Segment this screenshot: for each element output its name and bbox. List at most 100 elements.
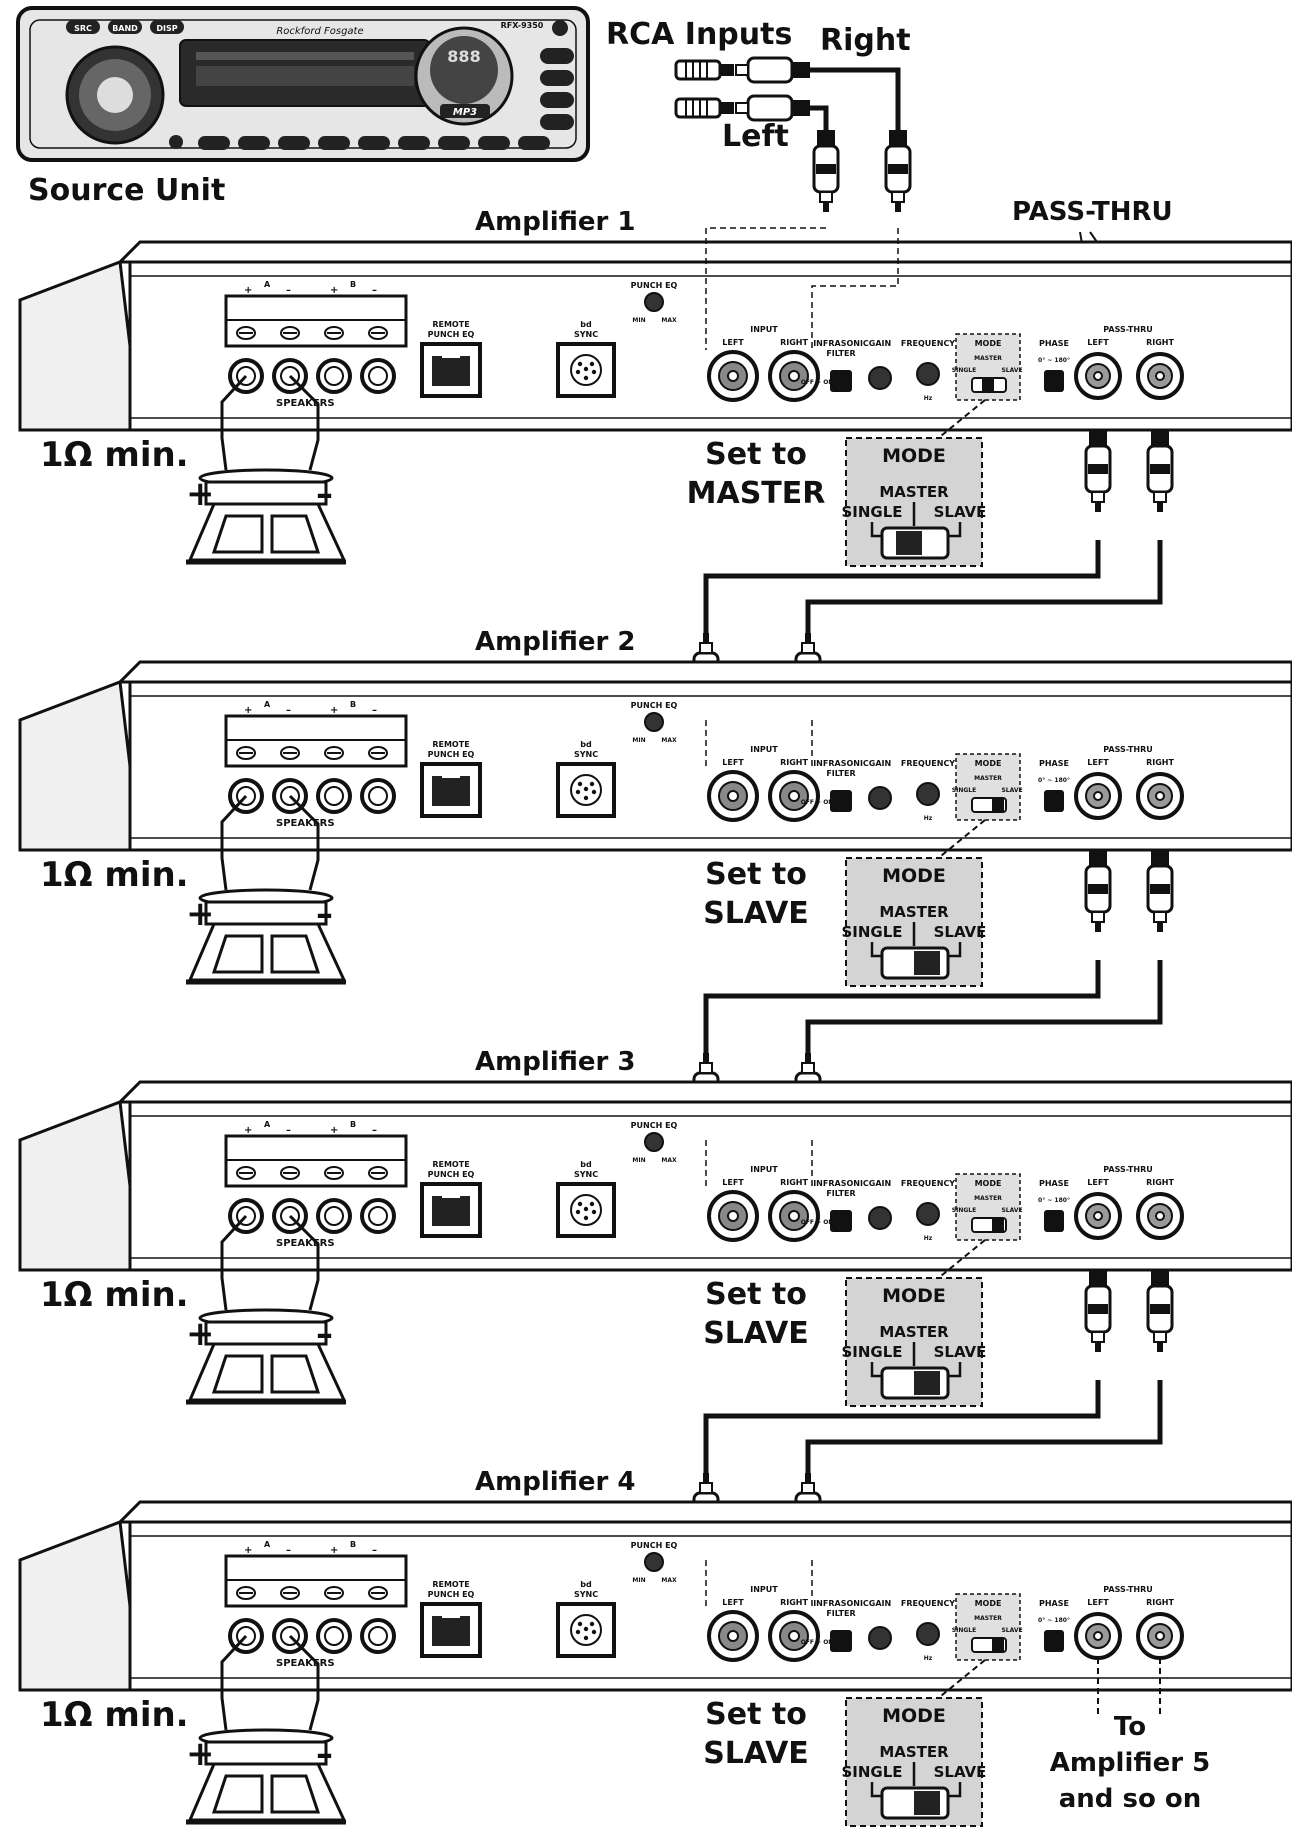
cable-left-source (810, 105, 829, 140)
impedance-label: 1Ω min. (40, 1695, 189, 1735)
callout-slave-label: SLAVE (934, 923, 987, 941)
mode-single-label: SINGLE (952, 367, 976, 374)
speaker-minus-sign: – (316, 474, 333, 514)
speakers-label: SPEAKERS (276, 398, 335, 409)
pass-thru-right-label: RIGHT (1146, 1598, 1174, 1607)
rca-right-down-plug (884, 130, 912, 212)
pass-thru-left-label: LEFT (1087, 338, 1109, 347)
frequency-label: FREQUENCY (901, 759, 955, 768)
gain-label: GAIN (869, 339, 891, 348)
remote-label: REMOTE (432, 320, 469, 329)
pass-thru-left-jack[interactable] (1074, 772, 1122, 820)
off-on-label: OFF ~ ON (801, 1219, 834, 1226)
input-left-jack[interactable] (707, 350, 759, 402)
subwoofer-speaker: +– (186, 1634, 347, 1825)
terminal-minus-b: – (372, 1125, 377, 1136)
phase-label: PHASE (1039, 759, 1069, 768)
remote-label: REMOTE (432, 1160, 469, 1169)
input-left-jack[interactable] (707, 1610, 759, 1662)
input-label: INPUT (750, 1165, 778, 1174)
gain-knob[interactable]: GAIN (868, 1179, 892, 1230)
pass-thru-left-jack[interactable] (1074, 1192, 1122, 1240)
pass-thru-right-jack[interactable] (1136, 1612, 1184, 1660)
mode-master-label: MASTER (974, 775, 1002, 782)
speaker-plus-sign: + (186, 474, 215, 514)
input-right-label: RIGHT (780, 1178, 808, 1187)
filter-label: FILTER (826, 1609, 855, 1618)
pass-thru-right-jack[interactable] (1136, 352, 1184, 400)
punch-eq-knob-label: PUNCH EQ (631, 1541, 678, 1550)
pass-thru-right-jack[interactable] (1136, 1192, 1184, 1240)
amplifier-title: Amplifier 2 (475, 627, 636, 657)
hz-label: Hz (924, 815, 933, 822)
input-right-jack[interactable] (768, 1190, 820, 1242)
filter-label: FILTER (826, 1189, 855, 1198)
punch-eq-max: MAX (661, 317, 677, 324)
pass-thru-callout: PASS-THRU (1012, 197, 1173, 227)
set-to-label: Set to (705, 1697, 807, 1732)
input-left-jack[interactable] (707, 770, 759, 822)
gain-knob[interactable]: GAIN (868, 759, 892, 810)
gain-knob[interactable]: GAIN (868, 339, 892, 390)
phase-label: PHASE (1039, 339, 1069, 348)
hz-label: Hz (924, 395, 933, 402)
pass-thru-left-jack[interactable] (1074, 1612, 1122, 1660)
cable-right-source (810, 67, 901, 140)
terminal-plus-b: + (330, 285, 338, 296)
pass-thru-right-jack[interactable] (1136, 772, 1184, 820)
amp-chassis-top (116, 1080, 1292, 1104)
mode-value-label: SLAVE (703, 896, 809, 931)
mode-slave-label: SLAVE (1001, 367, 1022, 374)
punch-eq-max: MAX (661, 1577, 677, 1584)
mode-master-label: MASTER (974, 1195, 1002, 1202)
mode-value-label: SLAVE (703, 1316, 809, 1351)
input-right-jack[interactable] (768, 770, 820, 822)
input-left-jack[interactable] (707, 1190, 759, 1242)
pass-thru-right-plug (1146, 850, 1174, 932)
pass-thru-left-jack[interactable] (1074, 352, 1122, 400)
input-right-jack[interactable] (768, 350, 820, 402)
input-right-jack[interactable] (768, 1610, 820, 1662)
frequency-knob[interactable]: FREQUENCY Hz (901, 759, 955, 822)
amplifier-title: Amplifier 4 (475, 1467, 636, 1497)
mode-slave-label: SLAVE (1001, 787, 1022, 794)
callout-single-label: SINGLE (841, 503, 902, 521)
terminal-label-a: A (264, 1120, 271, 1129)
pass-thru-right-plug (1146, 1270, 1174, 1352)
input-guide-dashed (705, 227, 899, 350)
set-to-label: Set to (705, 437, 807, 472)
pass-thru-right-plug (1146, 430, 1174, 512)
mode-single-label: SINGLE (952, 1207, 976, 1214)
gain-knob[interactable]: GAIN (868, 1599, 892, 1650)
callout-master-label: MASTER (879, 1323, 949, 1341)
callout-master-label: MASTER (879, 1743, 949, 1761)
